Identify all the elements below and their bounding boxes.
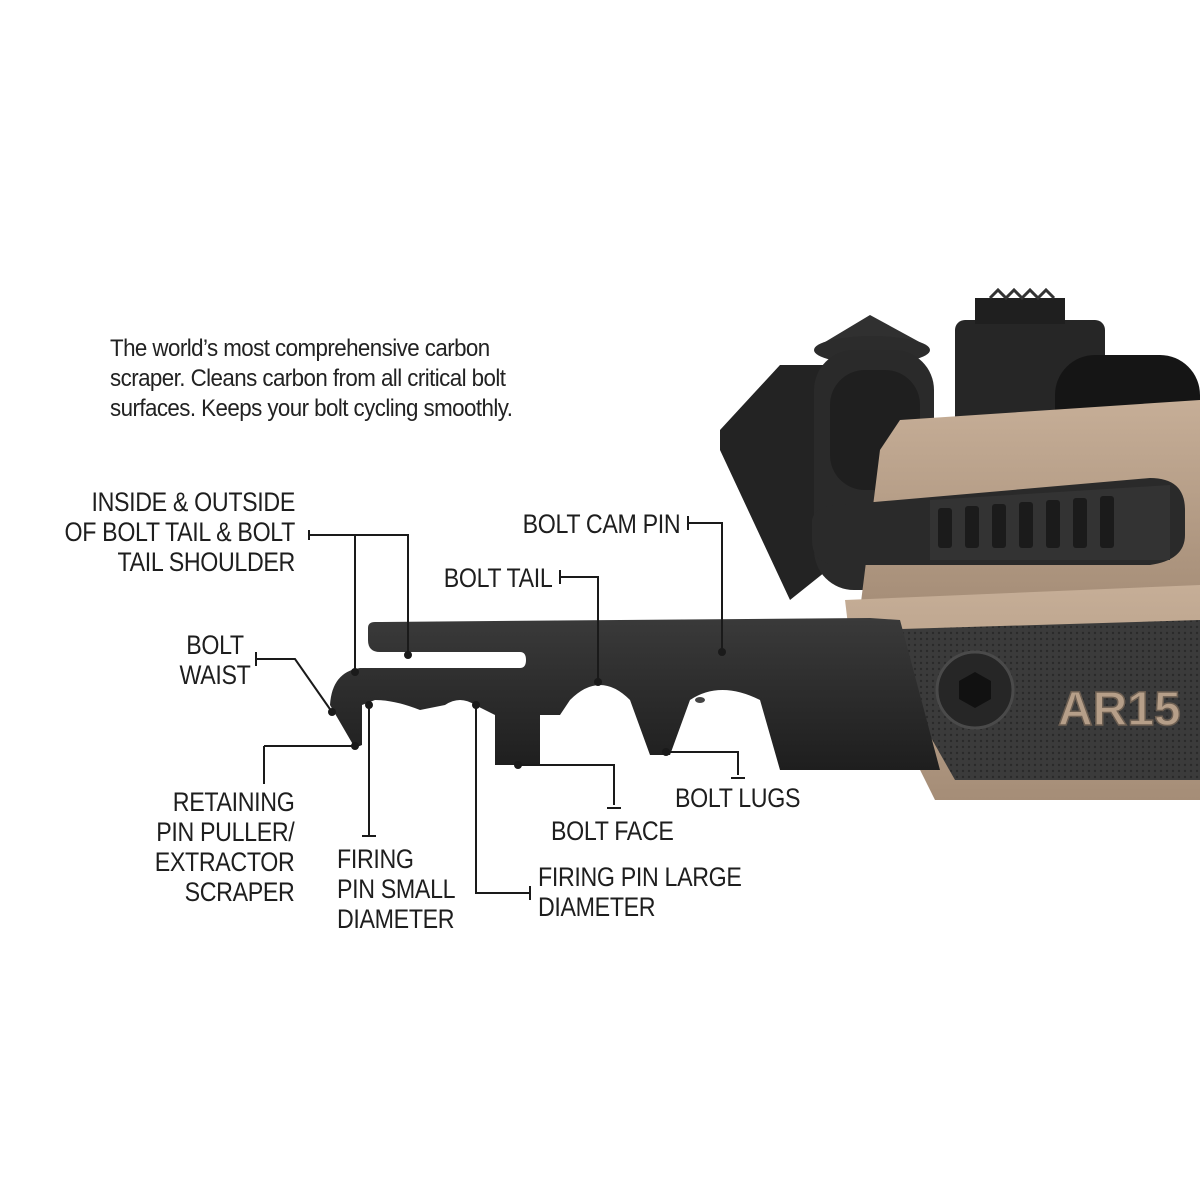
label-bolt-tail: BOLT TAIL (443, 563, 552, 593)
label-inside-outside-bolt-tail: INSIDE & OUTSIDE OF BOLT TAIL & BOLT TAI… (64, 487, 296, 577)
leader-dots (328, 648, 726, 769)
lock-lever (812, 478, 1185, 565)
leader-lines (255, 516, 745, 900)
label-bolt-face: BOLT FACE (551, 816, 674, 846)
label-firing-pin-small-diameter: FIRING PIN SMALL DIAMETER (337, 844, 456, 934)
product-description: The world’s most comprehensive carbon sc… (110, 334, 631, 424)
scraper-blade (330, 618, 940, 770)
label-bolt-cam-pin: BOLT CAM PIN (522, 509, 680, 539)
label-bolt-lugs: BOLT LUGS (675, 783, 801, 813)
description-line: The world’s most comprehensive carbon (110, 335, 490, 362)
hex-screw-icon (935, 650, 1015, 730)
label-bolt-waist: BOLT WAIST (179, 630, 251, 690)
description-line: surfaces. Keeps your bolt cycling smooth… (110, 395, 513, 422)
label-firing-pin-large-diameter: FIRING PIN LARGE DIAMETER (538, 862, 742, 922)
description-line: scraper. Cleans carbon from all critical… (110, 365, 506, 392)
label-retaining-pin-puller: RETAINING PIN PULLER/ EXTRACTOR SCRAPER (154, 787, 294, 907)
brand-text: AR15 (1058, 683, 1181, 736)
